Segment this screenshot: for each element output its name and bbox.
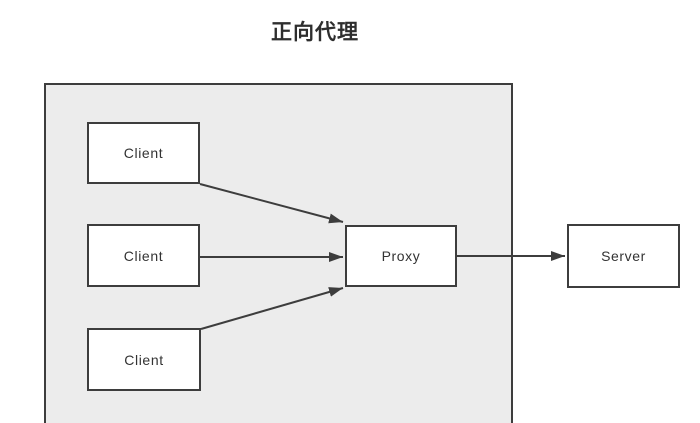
node-server: Server [567,224,680,288]
diagram-title: 正向代理 [271,21,359,44]
node-client-1: Client [87,122,200,184]
node-proxy-label: Proxy [381,248,421,264]
node-proxy: Proxy [345,225,457,287]
edge-client1-to-proxy [199,183,344,224]
node-client-2: Client [87,224,200,287]
node-client-1-label: Client [123,145,164,161]
node-server-label: Server [601,248,646,264]
node-client-2-label: Client [123,247,164,264]
node-client-3-label: Client [124,351,164,368]
node-client-3: Client [87,328,201,391]
edge-client3-to-proxy [200,287,344,330]
